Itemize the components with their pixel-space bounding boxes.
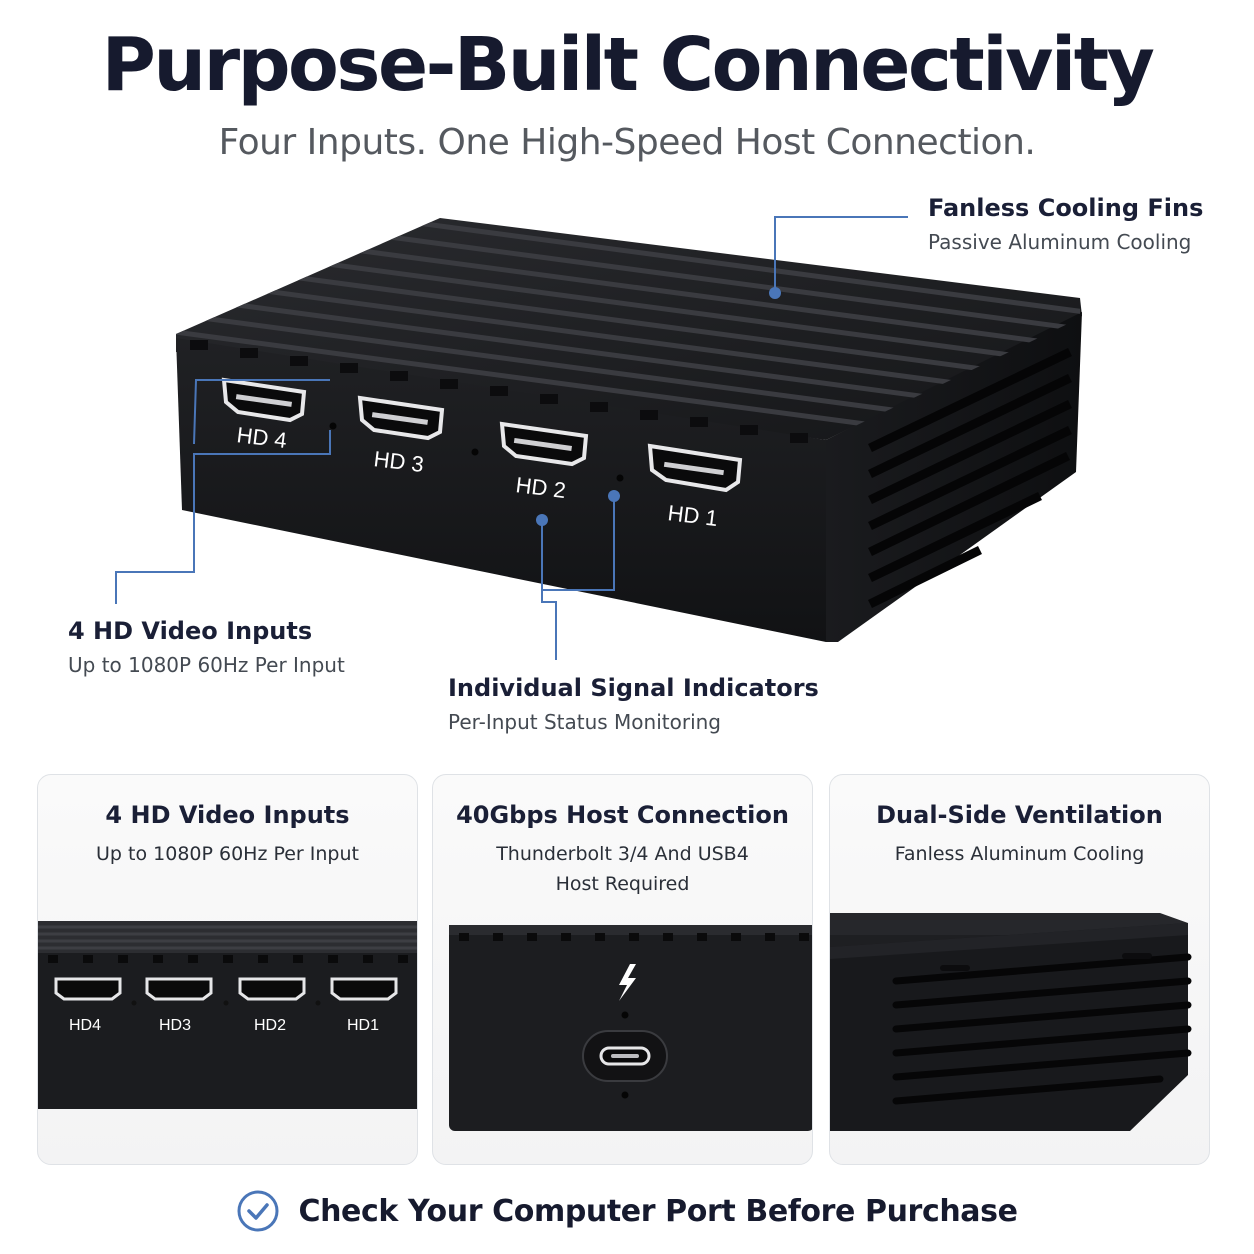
port-label-hd4: HD 4 [235, 422, 288, 453]
callout-inputs-title: 4 HD Video Inputs [68, 617, 313, 645]
callout-inputs-subtitle: Up to 1080P 60Hz Per Input [68, 653, 345, 677]
card-ventilation-image [830, 913, 1192, 1131]
hdmi-port-hd4 [221, 377, 307, 423]
feature-card-ventilation: Dual-Side Ventilation Fanless Aluminum C… [829, 774, 1210, 1165]
card-hdmi-hd4 [54, 977, 122, 1001]
port-label-hd2: HD 2 [514, 472, 567, 503]
footer-text: Check Your Computer Port Before Purchase [298, 1193, 1018, 1229]
signal-indicator-dots [329, 422, 624, 482]
feature-card-host: 40Gbps Host Connection Thunderbolt 3/4 A… [432, 774, 813, 1165]
thunderbolt-icon [619, 964, 636, 1001]
card-hdmi-hd3 [145, 977, 213, 1001]
check-circle-icon [237, 1190, 279, 1232]
card-ventilation-title: Dual-Side Ventilation [876, 801, 1163, 829]
card-hdmi-hd2 [238, 977, 306, 1001]
card-hdmi-hd1 [330, 977, 398, 1001]
hdmi-port-hd3 [357, 395, 445, 441]
card-port-label-hd1: HD1 [347, 1017, 379, 1034]
card-ventilation-subtitle: Fanless Aluminum Cooling [894, 843, 1145, 865]
device-hero: HD 4 HD 3 HD 2 HD 1 [115, 216, 1082, 660]
callout-cooling-title: Fanless Cooling Fins [928, 194, 1204, 222]
callout-indicators-subtitle: Per-Input Status Monitoring [448, 710, 721, 734]
card-host-subtitle-line2: Host Required [555, 873, 690, 895]
card-host-subtitle: Thunderbolt 3/4 And USB4 Host Required [433, 839, 812, 899]
hdmi-port-hd1 [647, 443, 743, 493]
port-label-hd1: HD 1 [666, 500, 719, 531]
card-port-label-hd4: HD4 [69, 1017, 101, 1034]
callout-signal-indicators: Individual Signal Indicators Per-Input S… [448, 674, 819, 734]
feature-card-inputs: HD4 HD3 HD2 HD1 4 HD Video Inputs Up to … [37, 774, 418, 1165]
page-title: Purpose-Built Connectivity [101, 22, 1155, 108]
card-inputs-image: HD4 HD3 HD2 HD1 [38, 921, 417, 1109]
hdmi-port-hd2 [499, 421, 589, 467]
card-host-image [449, 925, 812, 1131]
card-port-label-hd3: HD3 [159, 1017, 191, 1034]
card-port-label-hd2: HD2 [254, 1017, 286, 1034]
card-inputs-subtitle: Up to 1080P 60Hz Per Input [96, 843, 359, 865]
callout-cooling-fins: Fanless Cooling Fins Passive Aluminum Co… [928, 194, 1203, 254]
footer-notice: Check Your Computer Port Before Purchase [0, 1184, 1254, 1238]
callout-indicators-title: Individual Signal Indicators [448, 674, 819, 702]
port-label-hd3: HD 3 [372, 446, 425, 477]
callout-cooling-subtitle: Passive Aluminum Cooling [928, 230, 1192, 254]
callout-leader-lines [115, 216, 908, 660]
card-host-title: 40Gbps Host Connection [456, 801, 789, 829]
card-inputs-title: 4 HD Video Inputs [105, 801, 350, 829]
page-subtitle: Four Inputs. One High-Speed Host Connect… [218, 122, 1036, 163]
card-host-subtitle-line1: Thunderbolt 3/4 And USB4 [496, 843, 749, 865]
callout-video-inputs: 4 HD Video Inputs Up to 1080P 60Hz Per I… [68, 617, 345, 677]
